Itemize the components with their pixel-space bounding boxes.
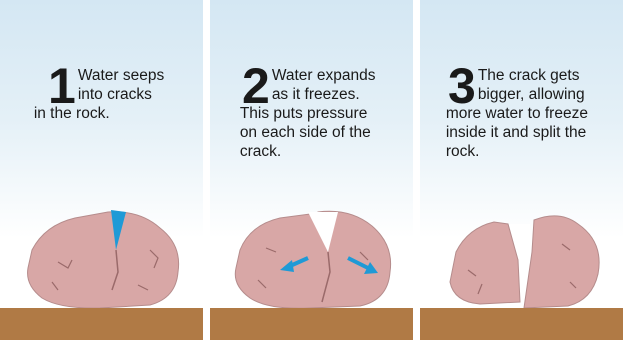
step-1-text: 1 Water seeps into cracks in the rock.: [48, 66, 198, 123]
panel-step-1: 1 Water seeps into cracks in the rock.: [0, 0, 203, 340]
step-2-rest: This puts pressure on each side of the c…: [240, 104, 380, 161]
panel-step-2: 2 Water expands as it freezes. This puts…: [210, 0, 413, 340]
step-1-number: 1: [48, 67, 75, 105]
step-2-line1: Water expands: [272, 67, 376, 84]
step-1-rest: in the rock.: [34, 104, 110, 123]
ground: [420, 308, 623, 340]
step-3-line2: bigger, allowing: [478, 86, 585, 103]
ground: [210, 308, 413, 340]
step-3-number: 3: [448, 67, 475, 105]
panel-step-3: 3 The crack gets bigger, allowing more w…: [420, 0, 623, 340]
ground: [0, 308, 203, 340]
step-3-rest: more water to freeze inside it and split…: [446, 104, 606, 161]
step-1-line2: into cracks: [78, 86, 152, 103]
step-3-line1: The crack gets: [478, 67, 580, 84]
step-2-text: 2 Water expands as it freezes. This puts…: [242, 66, 407, 161]
step-1-line1: Water seeps: [78, 67, 164, 84]
step-2-number: 2: [242, 67, 269, 105]
step-3-text: 3 The crack gets bigger, allowing more w…: [448, 66, 620, 161]
step-2-line2: as it freezes.: [272, 86, 360, 103]
